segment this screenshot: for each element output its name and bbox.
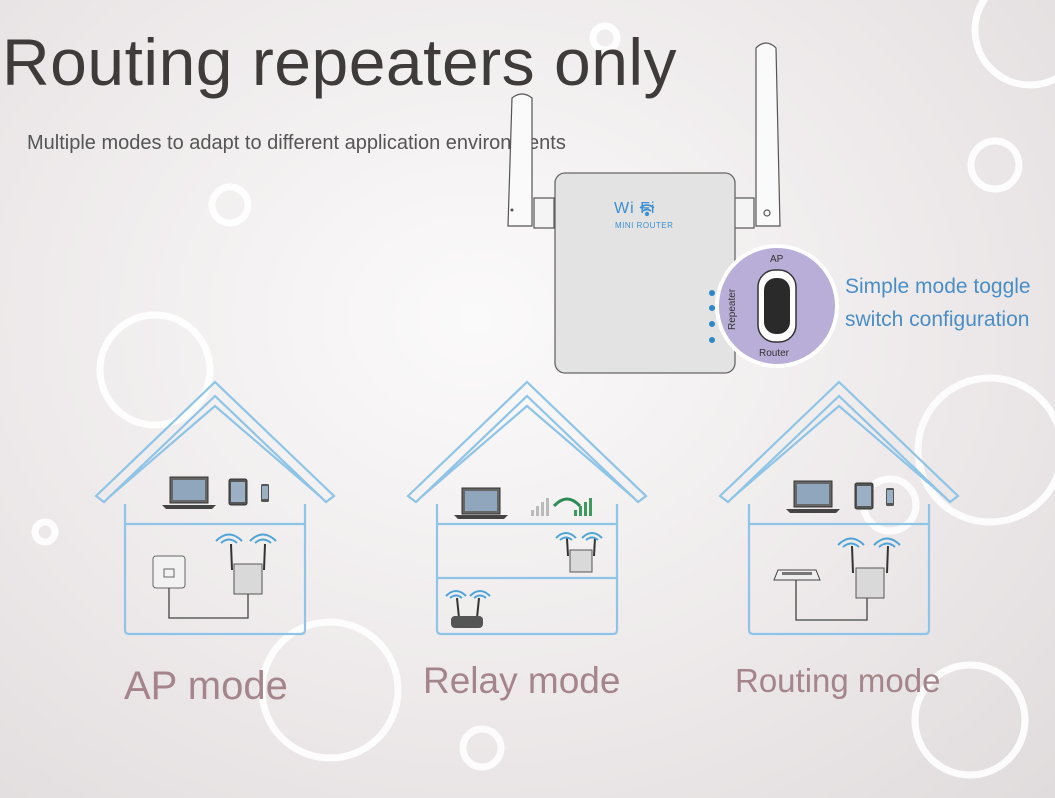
toggle-note: Simple mode toggle switch configuration [845,270,1031,336]
house-ap-mode [92,378,338,640]
switch-label-router: Router [759,348,790,359]
repeater-icon [566,537,596,573]
switch-label-repeater: Repeater [727,288,738,330]
toggle-note-line1: Simple mode toggle [845,275,1031,298]
signal-bars-icon [531,497,592,516]
mini-router-illustration: Wi Fi MINI ROUTER AP Repeater Router [500,38,850,378]
house-routing-mode [716,378,962,640]
page-subtitle: Multiple modes to adapt to different app… [27,132,566,154]
mode-label-routing: Routing mode [735,662,941,699]
wifi-icon [639,204,655,217]
status-leds [709,290,715,343]
wifi-signal-icon [837,537,901,548]
wifi-signal-icon [555,532,603,541]
laptop-icon [454,487,508,519]
modem-icon [773,569,821,581]
router-brand: Wi Fi [614,200,656,217]
wall-socket-icon [152,555,186,589]
house-relay-mode [404,378,650,640]
page-title: Routing repeaters only [2,25,678,99]
router-model-label: MINI ROUTER [615,221,674,230]
main-router-icon [451,597,483,628]
laptop-icon [786,480,840,513]
repeater-icon [230,543,266,595]
mode-label-relay: Relay mode [423,660,621,701]
wifi-signal-icon [445,590,491,599]
repeater-icon [851,545,889,599]
laptop-icon [162,476,216,509]
left-antenna [507,93,555,229]
switch-label-ap: AP [770,254,784,265]
toggle-note-line2: switch configuration [845,308,1030,331]
wifi-signal-icon [215,533,277,544]
mode-label-ap: AP mode [124,664,288,708]
mode-switch-knob [764,278,790,334]
right-antenna [733,42,781,229]
